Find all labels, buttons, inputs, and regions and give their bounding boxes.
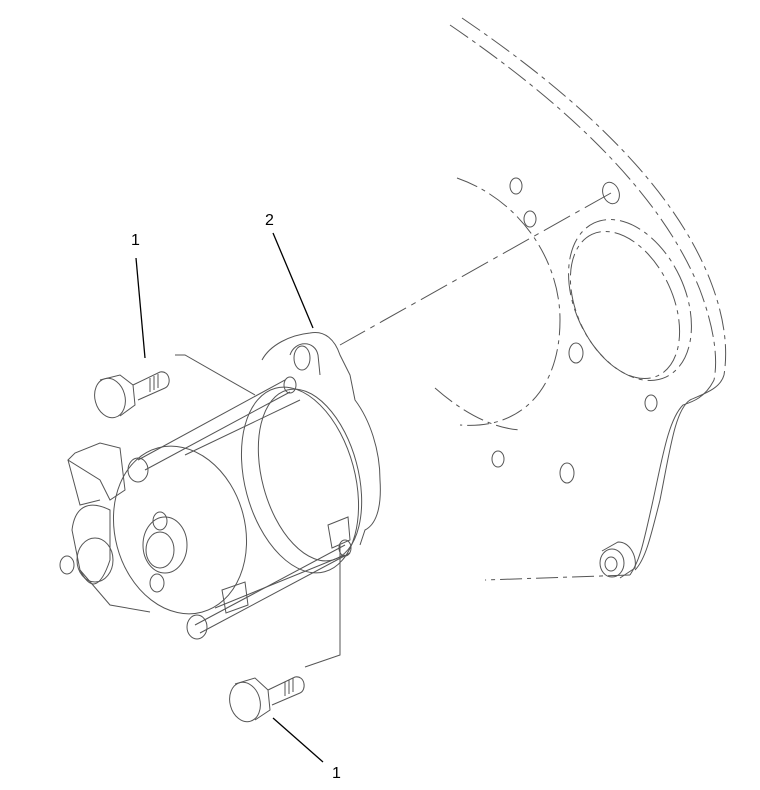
- bolt-upper: [94, 371, 170, 419]
- starter-motor: [59, 331, 381, 640]
- alignment-line-bolt-lower: [304, 545, 341, 668]
- leader-line-bolt-upper: [135, 257, 146, 359]
- leader-line-bolt-lower: [272, 717, 324, 763]
- callout-label-starter: 2: [265, 212, 274, 229]
- leader-line-starter: [272, 232, 314, 329]
- bolt-lower: [229, 676, 305, 723]
- alignment-line-starter: [339, 192, 612, 346]
- alignment-line-bolt-upper: [175, 354, 256, 396]
- callout-label-bolt-upper: 1: [131, 232, 140, 249]
- callout-label-bolt-lower: 1: [332, 765, 341, 782]
- engine-plate: [434, 17, 727, 581]
